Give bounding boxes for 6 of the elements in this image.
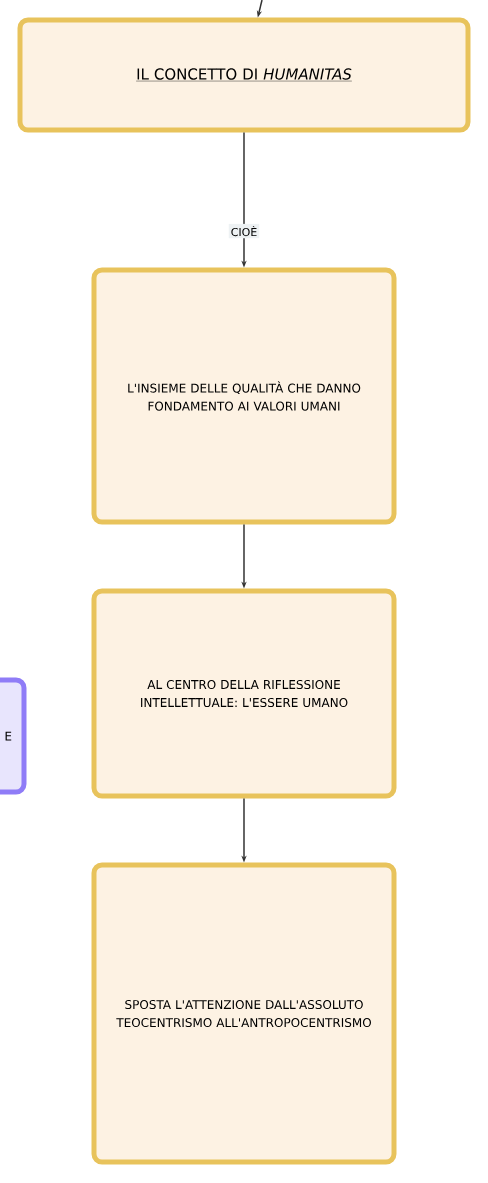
concept-box: E [0,677,27,795]
concept-box: AL CENTRO DELLA RIFLESSIONE INTELLETTUALE: L'ESSERE UMANO [91,588,397,799]
title-box: IL CONCETTO DI HUMANITAS [17,17,471,133]
concept-box: SPOSTA L'ATTENZIONE DALL'ASSOLUTO TEOCENTRISMO ALL'ANTROPOCENTRISMO [91,862,397,1165]
concept-box: L'INSIEME DELLE QUALITÀ CHE DANNO FONDAMENTO AI VALORI UMANI [91,267,397,525]
edge-label: CIOÈ [228,223,260,239]
